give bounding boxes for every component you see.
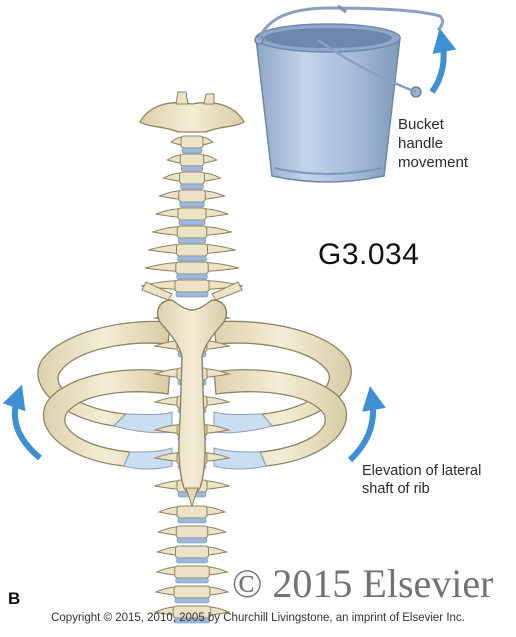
intervertebral-disc	[174, 597, 210, 604]
intervertebral-disc	[176, 273, 208, 280]
vertebral-body	[175, 545, 209, 559]
xiphoid-process	[185, 487, 199, 508]
bucket-label-line-1: Bucket	[398, 116, 444, 133]
rib-label-line-1: Elevation of lateral	[362, 463, 482, 479]
intervertebral-disc	[178, 219, 206, 226]
rib-label-line-2: shaft of rib	[362, 481, 430, 498]
vertebral-body	[176, 505, 208, 519]
intervertebral-disc	[181, 147, 203, 154]
vertebral-body	[177, 207, 207, 221]
figure-code: G3.034	[318, 238, 420, 271]
intervertebral-disc	[179, 201, 205, 208]
vertebral-body	[178, 189, 206, 203]
watermark: © 2015 Elsevier	[232, 561, 494, 606]
ribs	[37, 320, 352, 470]
panel-letter: B	[8, 589, 21, 608]
bucket-label-line-3: movement	[398, 153, 469, 171]
intervertebral-disc	[180, 165, 204, 172]
vertebral-body	[175, 525, 209, 539]
intervertebral-disc	[177, 237, 207, 244]
vertebral-body	[174, 565, 210, 579]
vertebral-body	[173, 585, 211, 599]
vertebral-column	[139, 91, 245, 133]
bucket-handle-label: Bucket handle movement	[398, 116, 468, 172]
vertebral-body	[174, 279, 210, 293]
intervertebral-disc	[176, 557, 208, 564]
bucket-body	[255, 37, 401, 183]
vertebral-body	[180, 135, 204, 149]
bucket-movement-arrow	[429, 28, 457, 94]
right-costal-cartilage	[213, 411, 273, 434]
left-costal-cartilage	[113, 411, 173, 434]
bucket-handle	[257, 6, 445, 41]
sternum	[156, 299, 228, 500]
intervertebral-disc	[177, 255, 207, 262]
intervertebral-disc	[173, 617, 211, 624]
right-elevation-arrow	[347, 386, 386, 463]
vertebral-body	[175, 261, 209, 275]
atlas-vertebra	[139, 101, 245, 133]
intervertebral-disc	[175, 291, 209, 298]
rib-elevation-label: Elevation of lateral shaft of rib	[362, 462, 481, 498]
intervertebral-disc	[176, 537, 208, 544]
vertebral-body	[179, 153, 205, 167]
copyright-line: Copyright © 2015, 2010, 2005 by Churchil…	[51, 612, 465, 624]
intervertebral-disc	[175, 577, 209, 584]
bucket-illustration	[254, 4, 457, 183]
intervertebral-disc	[180, 183, 204, 190]
left-elevation-arrow	[2, 384, 42, 461]
bucket-label-line-2: handle	[398, 134, 444, 152]
vertebral-body	[176, 225, 208, 239]
vertebral-body	[176, 243, 208, 257]
intervertebral-disc	[177, 517, 207, 524]
vertebral-body	[179, 171, 205, 185]
